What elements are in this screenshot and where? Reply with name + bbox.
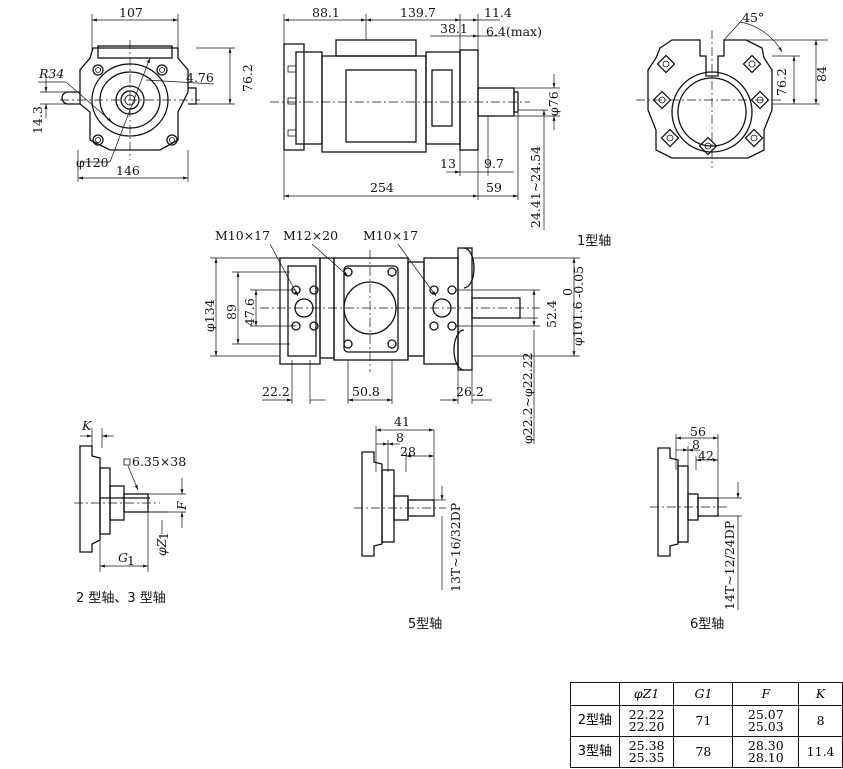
cell-k: 11.4 (798, 736, 843, 768)
dim-50-8: 50.8 (352, 384, 380, 399)
dim-phi101-6: φ101.6 (570, 301, 585, 346)
plan-view: M10×17 M12×20 M10×17 (202, 228, 611, 444)
dim-g-sub: 1 (127, 553, 135, 568)
dim-r34: R34 (38, 66, 64, 81)
dim-key-6-35: 6.35×38 (132, 454, 186, 469)
table-header-z1: φZ1 (618, 682, 675, 706)
shaft-6-detail: 56 8 42 14T~12/24DP 6型轴 (650, 424, 742, 632)
dim-254: 254 (370, 180, 394, 195)
dim-41: 41 (394, 414, 410, 429)
table-header-k: K (798, 682, 843, 706)
front-view: 107 R34 4.76 76.2 (30, 5, 255, 182)
cell-g1: 71 (673, 705, 734, 737)
side-view: 88.1 139.7 11.4 38.1 6.4(max) φ76 (270, 5, 561, 230)
dim-phi22-2: φ22.2~φ22.22 (520, 352, 535, 444)
table-header-g1: G1 (673, 682, 734, 706)
shaft-5-detail: 41 8 28 13T~16/32DP 5型轴 (354, 414, 463, 632)
dim-9-7: 9.7 (484, 156, 504, 171)
label-m12: M12×20 (283, 228, 338, 243)
dim-107: 107 (119, 5, 143, 20)
dim-8-shaft6: 8 (692, 437, 700, 452)
dim-13: 13 (440, 156, 456, 171)
dim-tol-lower: -0.05 (571, 266, 586, 298)
dim-26-2: 26.2 (456, 384, 484, 399)
caption-shaft-5: 5型轴 (408, 617, 442, 632)
dim-56: 56 (690, 424, 706, 439)
caption-shaft-23: 2 型轴、3 型轴 (76, 591, 166, 606)
dim-139-7: 139.7 (400, 5, 436, 20)
dim-22-2: 22.2 (262, 384, 290, 399)
dim-88-1: 88.1 (312, 5, 340, 20)
dim-38-1: 38.1 (440, 21, 468, 36)
dim-11-4: 11.4 (484, 5, 512, 20)
rear-view: 45° 76.2 84 (636, 10, 829, 168)
dim-52-4: 52.4 (544, 300, 559, 328)
cell-k: 8 (798, 705, 843, 737)
dim-47-6: 47.6 (242, 298, 257, 326)
table-header-f: F (732, 682, 800, 706)
dim-14-3: 14.3 (30, 106, 45, 134)
cell-g1: 78 (673, 736, 734, 768)
dim-phi-z: φZ (154, 538, 169, 556)
label-m10-right: M10×17 (363, 228, 418, 243)
dim-phi120: φ120 (76, 155, 109, 170)
shaft-23-detail: K 6.35×38 F φZ 1 G 1 2 型轴、3 型轴 (74, 418, 189, 606)
dim-76-2-right: 76.2 (774, 68, 789, 96)
table-header-empty (570, 682, 620, 706)
dim-phi-z-sub: 1 (156, 532, 171, 540)
dim-146: 146 (116, 163, 140, 178)
dim-f: F (174, 500, 189, 511)
dim-k: K (81, 418, 92, 433)
dim-4-76: 4.76 (186, 70, 214, 85)
dim-76-2-left: 76.2 (240, 64, 255, 92)
dim-spline-13t: 13T~16/32DP (448, 503, 463, 592)
row-label: 2型轴 (570, 705, 620, 737)
dim-84: 84 (814, 66, 829, 82)
dim-59: 59 (486, 180, 502, 195)
dim-8-shaft5: 8 (396, 430, 404, 445)
dim-28: 28 (400, 444, 416, 459)
caption-shaft-1: 1型轴 (577, 234, 611, 249)
caption-shaft-6: 6型轴 (690, 617, 724, 632)
dim-6-4-max: 6.4(max) (486, 24, 542, 39)
dim-phi134: φ134 (202, 299, 217, 332)
dim-spline-14t: 14T~12/24DP (722, 521, 737, 610)
label-m10-left: M10×17 (215, 228, 270, 243)
row-label: 3型轴 (570, 736, 620, 768)
dim-tol-upper: 0 (560, 288, 575, 296)
dim-42: 42 (698, 448, 714, 463)
dim-g: G (118, 550, 128, 565)
dim-89: 89 (224, 304, 239, 320)
dim-phi76: φ76 (546, 91, 561, 116)
dim-24-41: 24.41~24.54 (528, 146, 543, 228)
dim-45-deg: 45° (742, 10, 764, 25)
